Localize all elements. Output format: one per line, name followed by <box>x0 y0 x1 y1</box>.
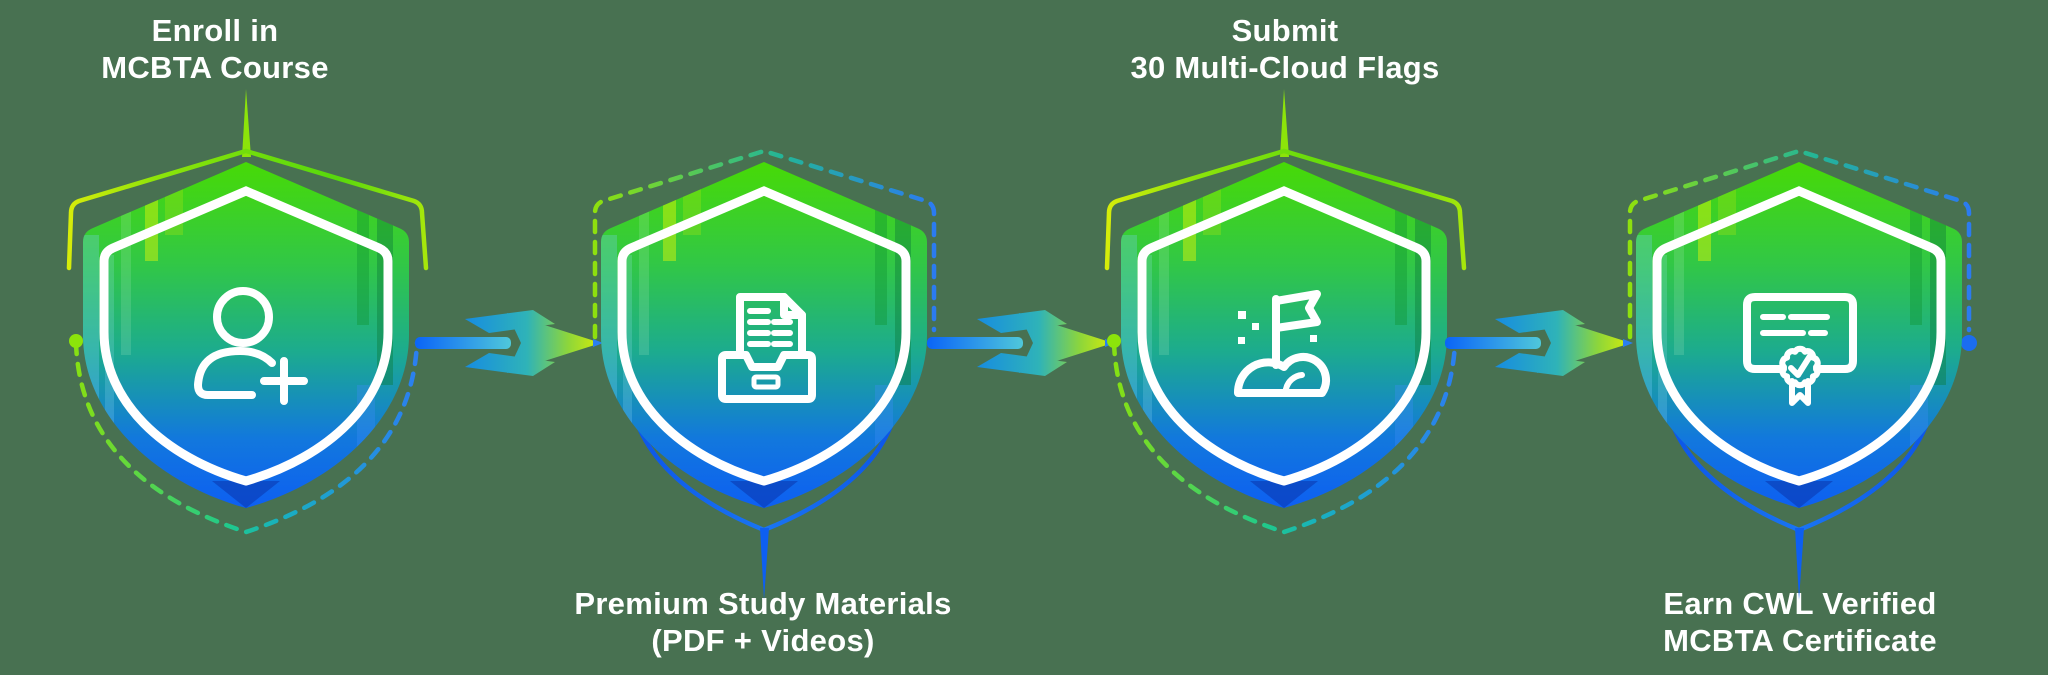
step-label-2-line-2: (PDF + Videos) <box>651 623 875 658</box>
inner-shield-outline <box>99 186 393 486</box>
arrow-tip-cap <box>1623 339 1633 347</box>
user-plus-icon <box>194 287 308 405</box>
shield-body <box>1121 162 1447 508</box>
arrow-connector-1 <box>415 310 603 376</box>
dashed-top-outline <box>1627 148 1972 340</box>
arrow-shaft <box>927 337 1023 349</box>
flag-milestone-icon <box>1233 290 1330 397</box>
arrow-shaft <box>1445 337 1541 349</box>
arrow-connector-2 <box>927 310 1115 376</box>
inner-shield-outline <box>1137 186 1431 486</box>
arrow-wing-top <box>1495 310 1585 333</box>
step-label-1-line-1: Enroll in <box>151 13 279 48</box>
dashed-bottom-outline <box>73 340 420 535</box>
arrow-wing-top <box>977 310 1067 333</box>
arrow-wing-bottom <box>977 353 1067 376</box>
top-spike <box>242 89 251 157</box>
step-shield-1 <box>66 89 429 535</box>
step-shield-2 <box>592 148 937 600</box>
inner-shield-outline <box>617 186 911 486</box>
solid-top-outline <box>1104 148 1467 271</box>
step-label-2: Premium Study Materials (PDF + Videos) <box>503 585 1023 659</box>
step-label-3-line-1: Submit <box>1231 13 1339 48</box>
arrow-head <box>507 313 601 373</box>
arrow-shaft <box>415 337 511 349</box>
arrow-wing-top <box>465 310 555 333</box>
shield-body <box>83 162 409 508</box>
certificate-icon <box>1743 293 1857 406</box>
step-label-3-line-2: 30 Multi-Cloud Flags <box>1130 50 1440 85</box>
document-inbox-icon <box>718 293 816 403</box>
arrow-head <box>1019 313 1113 373</box>
step-label-3: Submit 30 Multi-Cloud Flags <box>1025 12 1545 86</box>
arrow-head <box>1537 313 1631 373</box>
blue-dot <box>1961 335 1977 351</box>
bottom-spike <box>760 528 769 600</box>
dashed-bottom-outline <box>1111 340 1458 535</box>
top-spike <box>1280 89 1289 157</box>
arrow-wing-bottom <box>1495 353 1585 376</box>
dashed-top-outline <box>592 148 937 340</box>
arrow-tip-cap <box>593 339 603 347</box>
step-label-1: Enroll in MCBTA Course <box>0 12 475 86</box>
arrow-connector-3 <box>1445 310 1633 376</box>
inner-shield-outline <box>1652 186 1946 486</box>
step-shield-4 <box>1627 148 1977 600</box>
step-label-2-line-1: Premium Study Materials <box>574 586 952 621</box>
step-label-4: Earn CWL Verified MCBTA Certificate <box>1540 585 2048 659</box>
bottom-spike <box>1795 528 1804 600</box>
solid-top-outline <box>66 148 429 271</box>
step-label-4-line-1: Earn CWL Verified <box>1663 586 1937 621</box>
arrow-wing-bottom <box>465 353 555 376</box>
step-label-4-line-2: MCBTA Certificate <box>1663 623 1937 658</box>
green-dot <box>69 334 83 348</box>
green-dot <box>1107 334 1121 348</box>
step-label-1-line-2: MCBTA Course <box>101 50 329 85</box>
step-shield-3 <box>1104 89 1467 535</box>
